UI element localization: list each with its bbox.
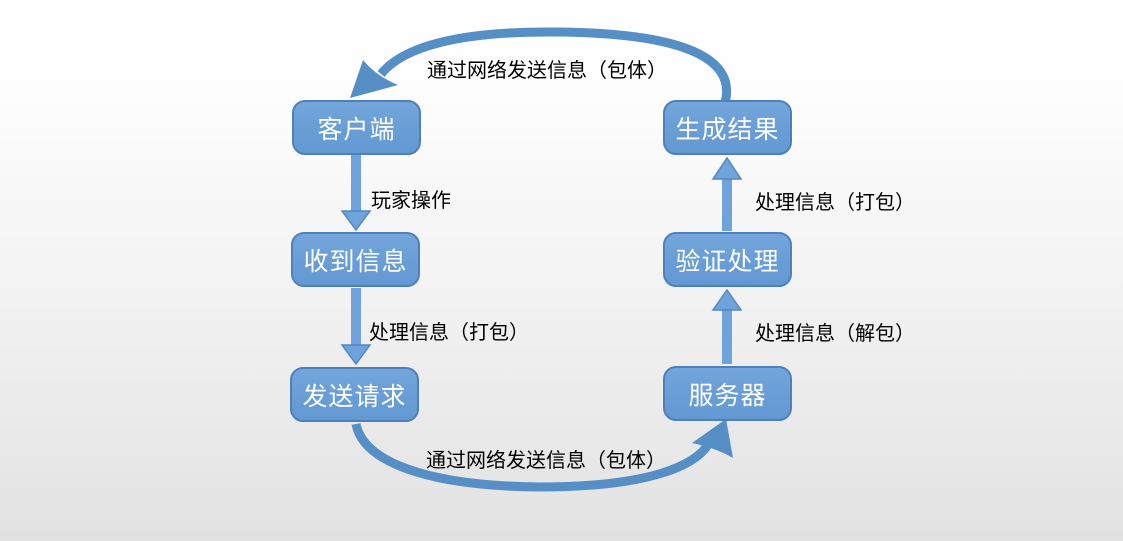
curved-arrow-top: [350, 27, 732, 105]
node-client[interactable]: 客户端: [292, 100, 421, 155]
curved-arrow-bottom: [351, 419, 733, 492]
node-send-request[interactable]: 发送请求: [290, 367, 419, 422]
arrow-received-to-send: [340, 288, 372, 366]
arrow-verify-to-result: [711, 156, 743, 231]
arrow-down-icon: [340, 344, 372, 366]
arrow-down-icon: [340, 210, 372, 232]
node-received-info[interactable]: 收到信息: [291, 232, 420, 287]
node-generate-result[interactable]: 生成结果: [663, 100, 792, 155]
node-server[interactable]: 服务器: [663, 366, 792, 421]
curved-arrow-bottom-arrowhead-icon: [692, 419, 733, 458]
edge-label-player-action: 玩家操作: [371, 190, 451, 212]
arrow-client-to-received: [340, 153, 372, 232]
edge-label-pack-right: 处理信息（打包）: [755, 192, 915, 214]
edge-label-pack-left: 处理信息（打包）: [369, 322, 529, 344]
curved-arrow-top-line: [377, 27, 732, 105]
edge-label-network-top: 通过网络发送信息（包体）: [427, 60, 667, 82]
arrow-up-icon: [711, 156, 743, 180]
arrow-server-to-verify: [711, 288, 743, 364]
curved-arrow-top-arrowhead-icon: [350, 60, 398, 98]
arrow-up-icon: [711, 288, 743, 311]
edge-label-network-bottom: 通过网络发送信息（包体）: [426, 450, 666, 472]
edge-label-unpack-right: 处理信息（解包）: [755, 323, 915, 345]
curved-arrow-bottom-line: [351, 422, 713, 492]
node-verify-process[interactable]: 验证处理: [663, 232, 792, 287]
